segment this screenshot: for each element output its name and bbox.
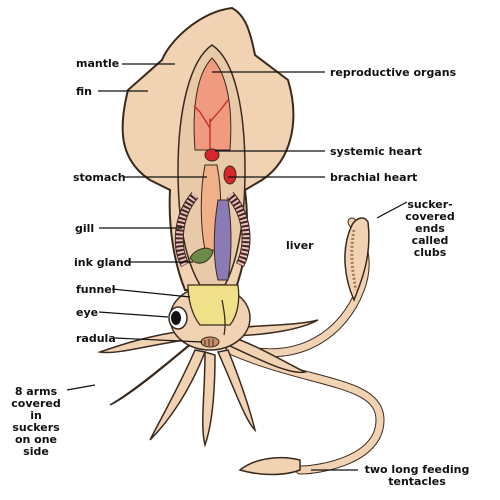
label-arms-line: in suckers [12,409,60,434]
label-liver: liver [286,239,314,252]
ink-gland [189,247,214,264]
label-tentacles-line: two long feeding [364,463,470,476]
label-arms-line: covered [11,397,61,410]
label-clubs: sucker- covered ends called clubs [404,199,456,259]
label-funnel: funnel [76,283,116,296]
tentacle-club [344,217,370,302]
systemic-heart [204,148,220,162]
label-radula: radula [76,332,116,345]
label-clubs-line: clubs [413,246,447,259]
label-clubs-line: called [411,234,449,247]
label-clubs-line: sucker- [407,198,453,211]
label-arms-line: on one [14,433,58,446]
label-clubs-line: covered [405,210,455,223]
brachial-heart [223,165,237,185]
gills [174,191,251,268]
label-tentacles: two long feeding tentacles [356,464,478,488]
arms [97,319,319,448]
label-ink-gland: ink gland [74,256,132,269]
label-stomach: stomach [73,171,126,184]
label-reproductive-organs: reproductive organs [330,66,457,79]
label-mantle: mantle [76,57,120,70]
label-clubs-line: ends [415,222,445,235]
label-brachial-heart: brachial heart [330,171,418,184]
eye-icon [168,306,188,330]
leader-lines [66,63,408,471]
label-arms-line: side [23,445,49,458]
label-arms: 8 arms covered in suckers on one side [6,386,66,458]
label-arms-line: 8 arms [14,385,58,398]
label-systemic-heart: systemic heart [330,145,422,158]
radula-mark [200,336,220,348]
label-gill: gill [75,222,95,235]
label-tentacles-line: tentacles [388,475,446,488]
funnel [187,284,240,326]
label-eye: eye [76,306,99,319]
label-fin: fin [76,85,92,98]
tentacle-club [238,456,301,476]
liver-organ [213,199,232,281]
